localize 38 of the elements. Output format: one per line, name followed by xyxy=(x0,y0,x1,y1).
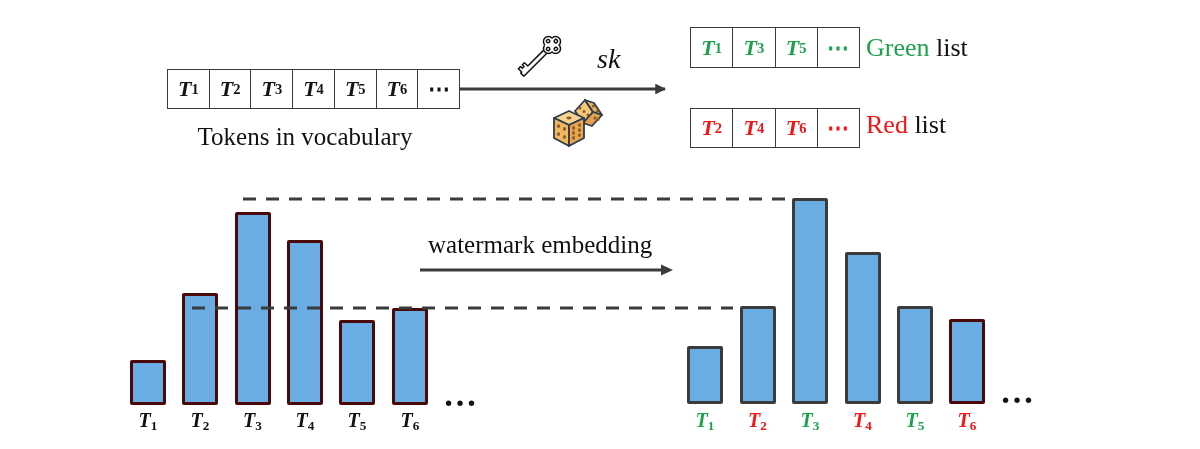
token-table xyxy=(690,108,860,148)
token-label: T$_{1}$ xyxy=(138,410,158,430)
ellipsis: … xyxy=(1000,375,1034,409)
bar xyxy=(130,360,166,405)
bar xyxy=(844,251,881,404)
token-label: T$_{5}$ xyxy=(347,410,367,430)
bar xyxy=(339,319,375,405)
table-caption: Tokens in vocabulary xyxy=(197,124,413,149)
token-label: T$_{3}$ xyxy=(243,410,262,430)
bar xyxy=(897,305,933,404)
bar xyxy=(182,293,218,405)
token-label: T$_{6}$ xyxy=(400,410,420,430)
bar xyxy=(392,307,428,405)
token-cell: ⋯ xyxy=(816,109,859,147)
bar xyxy=(687,345,723,404)
token-cell: ⋯ xyxy=(816,28,859,67)
bar xyxy=(739,305,776,404)
arrow xyxy=(460,83,667,95)
token-label: T$_{4}$ xyxy=(295,410,315,430)
token-label: T$_{2}$ xyxy=(748,410,767,430)
token-cell: ⋯ xyxy=(417,70,460,108)
bar xyxy=(287,239,323,405)
bar xyxy=(949,318,985,404)
token-table xyxy=(690,27,860,68)
ellipsis: … xyxy=(443,378,477,412)
list-title: Red list xyxy=(866,111,947,138)
token-label: T$_{5}$ xyxy=(905,410,925,430)
bar xyxy=(234,212,271,405)
token-label: T$_{3}$ xyxy=(800,410,820,430)
token-label: T$_{6}$ xyxy=(957,410,977,430)
token-label: T$_{2}$ xyxy=(190,410,210,430)
edge-label: sk xyxy=(597,45,621,73)
token-table xyxy=(167,69,460,109)
token-label: T$_{1}$ xyxy=(695,410,715,430)
arrow-label: watermark embedding xyxy=(428,232,653,257)
bar xyxy=(792,198,828,404)
token-label: T$_{4}$ xyxy=(853,410,872,430)
list-title: Green list xyxy=(866,35,968,61)
